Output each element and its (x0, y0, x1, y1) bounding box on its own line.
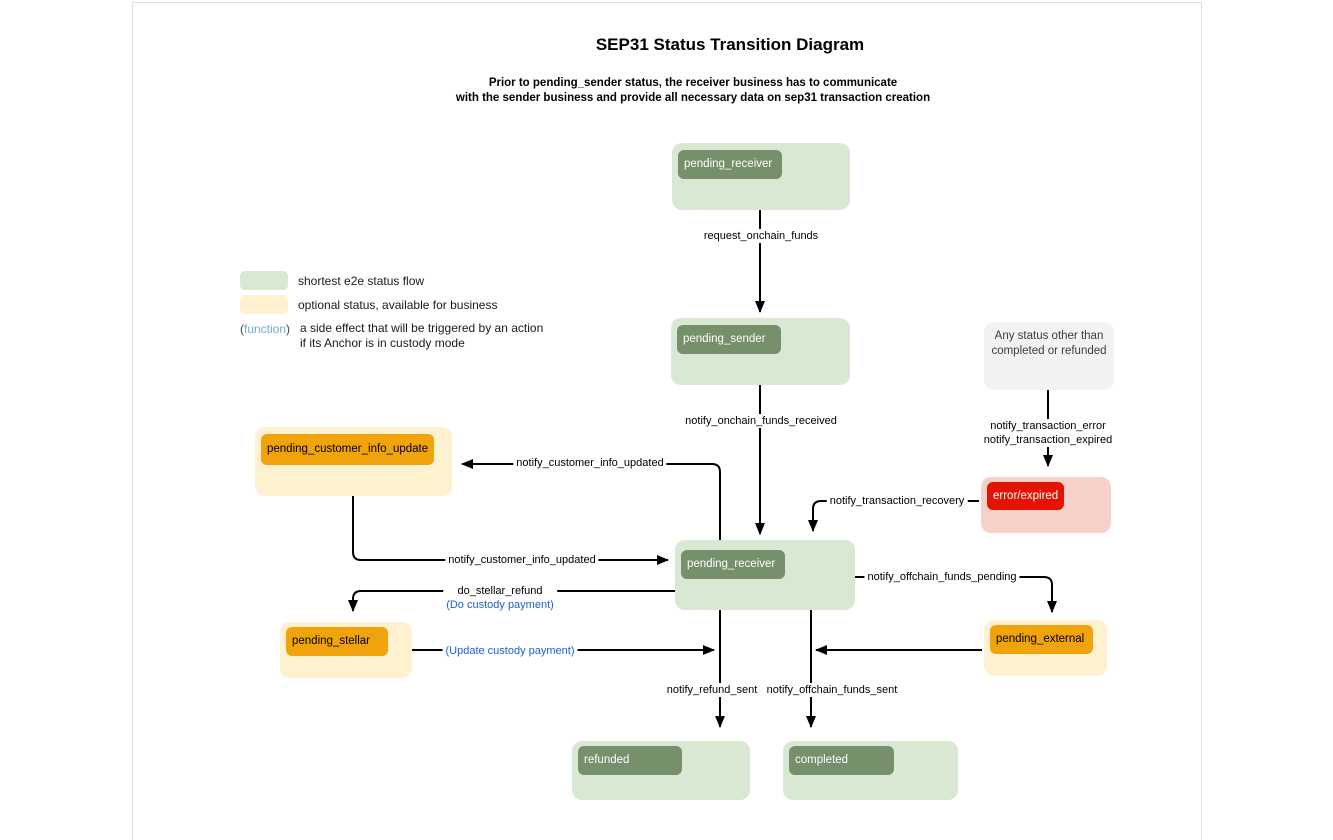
edge-label-do-stellar-refund: do_stellar_refund (Do custody payment) (443, 584, 557, 612)
diagram-title: SEP31 Status Transition Diagram (595, 35, 865, 54)
node-error-expired: error/expired (981, 477, 1111, 533)
edge-label-notify-offchain-funds-sent: notify_offchain_funds_sent (763, 683, 901, 697)
legend-swatch-optional (240, 295, 288, 314)
node-pending-sender: pending_sender (671, 318, 850, 385)
node-badge-pending-customer-info-update: pending_customer_info_update (261, 434, 435, 465)
legend-function-token: (function) (240, 322, 290, 336)
node-pending-receiver-top: pending_receiver (672, 143, 850, 210)
edge-label-notify-customer-info-updated-down: notify_customer_info_updated (445, 553, 599, 567)
node-badge-pending-external: pending_external (990, 625, 1093, 654)
edge-notify-offchain-funds-pending (855, 576, 1057, 613)
edge-label-notify-transaction-error-expired: notify_transaction_error notify_transact… (980, 419, 1116, 447)
subtitle-line-2: with the sender business and provide all… (455, 91, 931, 104)
node-pending-stellar: pending_stellar (280, 622, 412, 678)
diagram-subtitle: Prior to pending_sender status, the rece… (443, 76, 943, 105)
node-any-status: Any status other than completed or refun… (984, 322, 1114, 390)
edge-label-notify-offchain-funds-pending: notify_offchain_funds_pending (864, 570, 1020, 584)
node-badge-error-expired: error/expired (987, 482, 1065, 510)
legend-function-desc-line-2: if its Anchor is in custody mode (300, 335, 465, 350)
edge-label-do-custody-payment: (Do custody payment) (446, 599, 554, 611)
legend-swatch-flow (240, 271, 288, 290)
legend-function-open-paren: ( (240, 322, 244, 336)
node-completed: completed (783, 741, 958, 800)
node-pending-customer-info-update: pending_customer_info_update (255, 427, 452, 496)
edge-label-notify-transaction-error: notify_transaction_error (990, 420, 1106, 432)
legend-label-optional: optional status, available for business (298, 298, 498, 312)
edge-label-notify-refund-sent: notify_refund_sent (663, 683, 761, 697)
legend-label-flow: shortest e2e status flow (298, 274, 425, 288)
edge-label-update-custody-payment: (Update custody payment) (442, 644, 578, 658)
edge-label-notify-onchain-funds-received: notify_onchain_funds_received (682, 414, 840, 428)
node-pending-external: pending_external (984, 620, 1107, 676)
edge-notify-customer-info-updated-up (461, 459, 721, 540)
subtitle-line-1: Prior to pending_sender status, the rece… (488, 77, 898, 89)
legend-function-desc-line-1: a side effect that will be triggered by … (300, 321, 544, 335)
node-badge-completed: completed (789, 746, 894, 775)
node-pending-receiver-mid: pending_receiver (675, 540, 855, 610)
legend-function-close-paren: ) (286, 322, 291, 336)
edge-do-stellar-refund (348, 590, 675, 612)
legend-function-description: a side effect that will be triggered by … (300, 321, 543, 350)
edge-label-notify-transaction-recovery: notify_transaction_recovery (826, 494, 968, 508)
node-badge-pending-stellar: pending_stellar (286, 627, 388, 656)
legend-function-word: function (244, 322, 287, 336)
edge-label-do-stellar-refund-action: do_stellar_refund (457, 585, 543, 597)
any-status-line-1: Any status other than (994, 330, 1104, 342)
node-badge-pending-receiver-mid: pending_receiver (681, 550, 785, 579)
edge-notify-customer-info-updated-down (352, 496, 669, 565)
edge-label-request-onchain-funds: request_onchain_funds (700, 229, 822, 243)
edge-label-notify-transaction-expired: notify_transaction_expired (983, 434, 1113, 446)
any-status-line-2: completed or refunded (991, 344, 1107, 357)
edge-label-notify-customer-info-updated-up: notify_customer_info_updated (513, 456, 667, 470)
node-badge-pending-sender: pending_sender (677, 325, 781, 354)
node-badge-refunded: refunded (578, 746, 682, 775)
edge-notify-transaction-recovery (808, 500, 979, 532)
node-badge-pending-receiver-top: pending_receiver (678, 150, 782, 179)
node-refunded: refunded (572, 741, 750, 800)
